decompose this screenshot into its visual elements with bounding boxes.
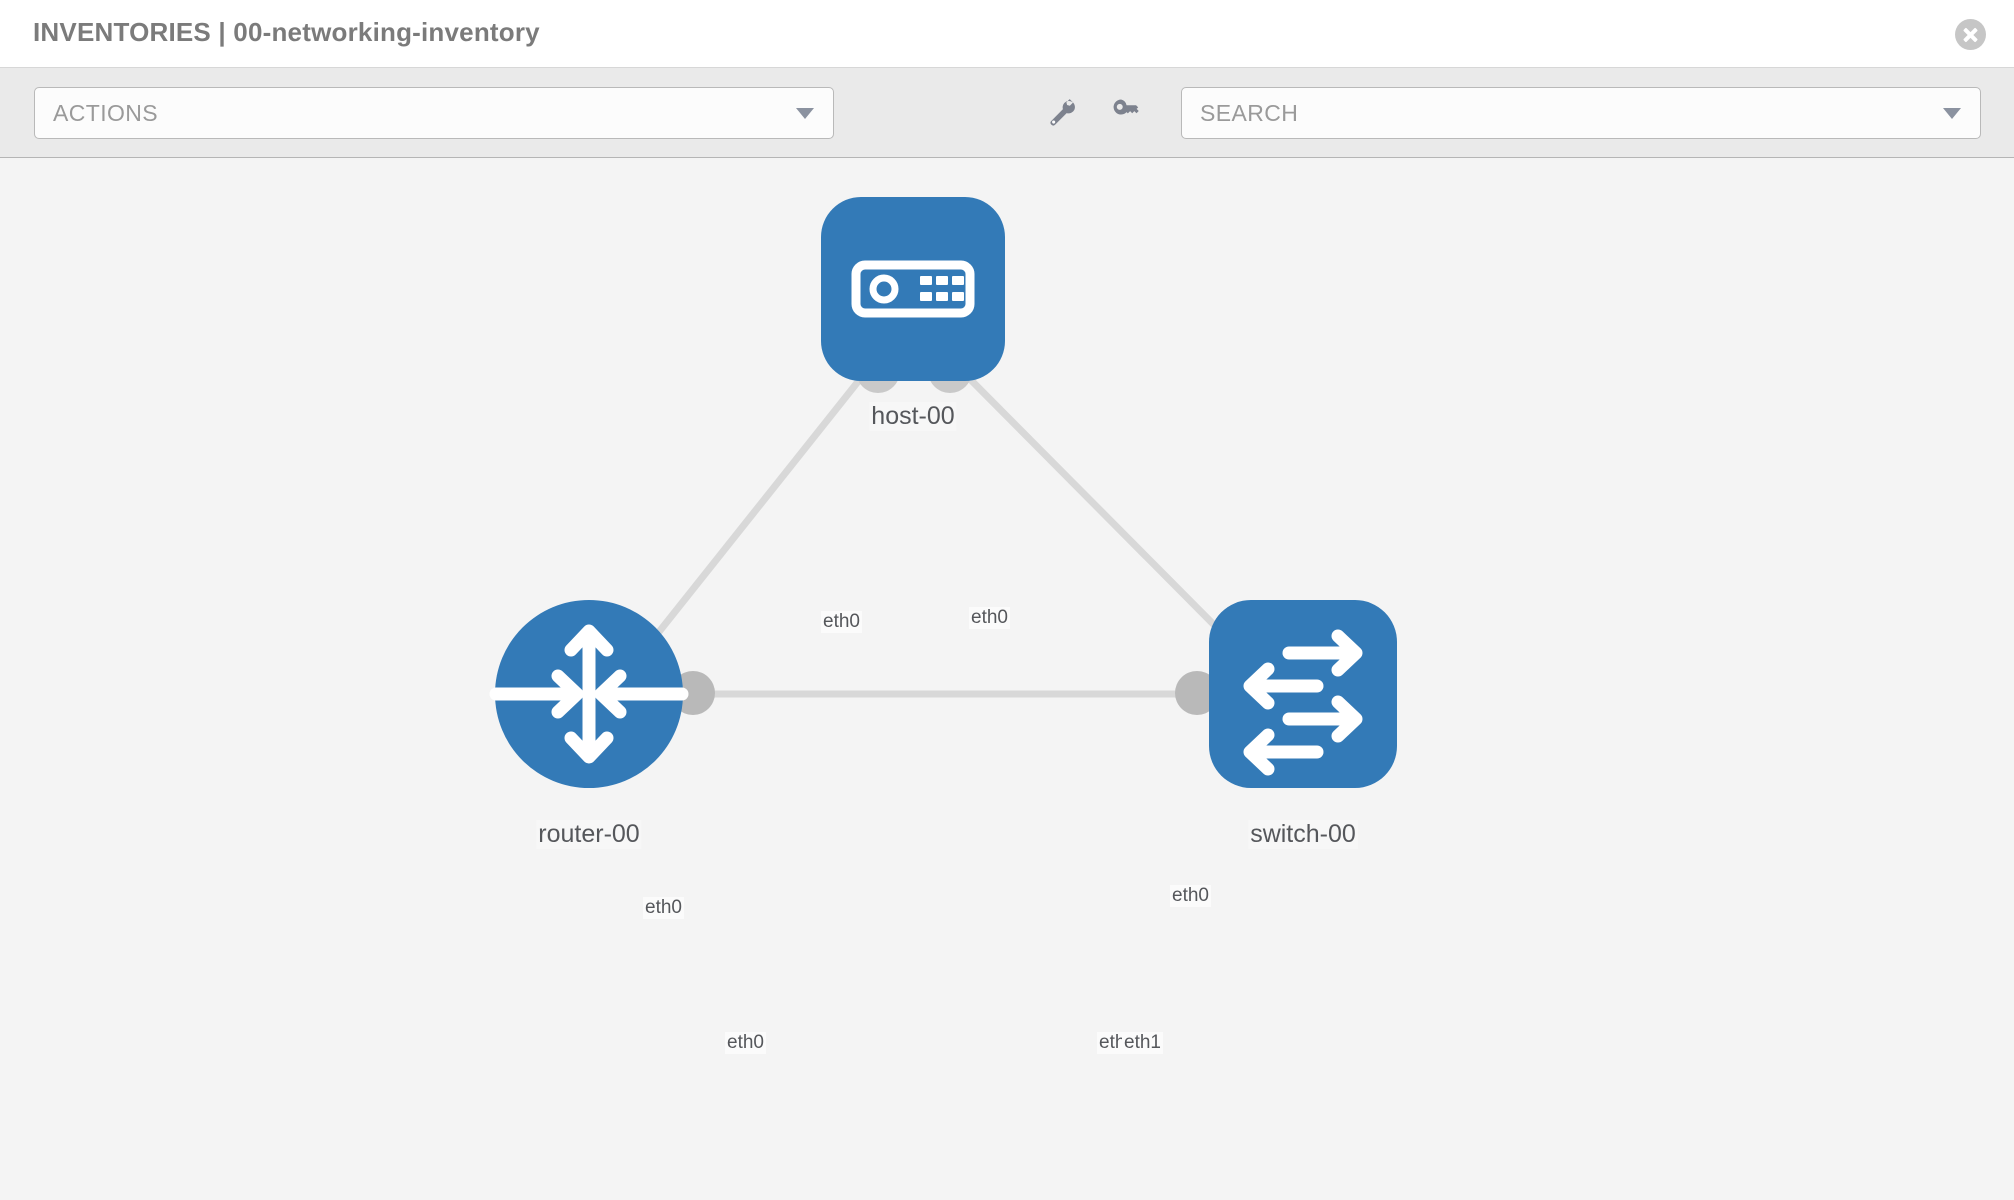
key-icon[interactable] — [1109, 95, 1143, 129]
interface-label: eth0 — [1170, 885, 1211, 907]
actions-dropdown-label: ACTIONS — [53, 99, 159, 126]
connector-switch00-left[interactable] — [1175, 671, 1219, 715]
node-router-00[interactable] — [489, 600, 689, 788]
node-label-host-00: host-00 — [869, 402, 957, 431]
link-host00-switch00[interactable] — [952, 361, 1238, 649]
page-title: INVENTORIES | 00-networking-inventory — [33, 17, 540, 47]
node-switch-00[interactable] — [1209, 600, 1397, 788]
search-input[interactable]: SEARCH — [1200, 99, 1299, 126]
topology-links — [640, 361, 1238, 698]
node-label-router-00: router-00 — [536, 820, 642, 849]
topology-graph — [489, 197, 1397, 788]
actions-dropdown[interactable]: ACTIONS — [34, 87, 834, 139]
toolbar-icons — [1046, 95, 1143, 129]
wrench-icon[interactable] — [1046, 95, 1080, 129]
close-icon[interactable] — [1955, 19, 1986, 50]
interface-label: eth0 — [725, 1032, 766, 1054]
interface-label: eth0 — [969, 607, 1010, 629]
chevron-down-icon — [796, 107, 814, 119]
toolbar: ACTIONS SEARCH — [0, 68, 2014, 158]
search-dropdown[interactable]: SEARCH — [1181, 87, 1981, 139]
interface-label: eth1 — [1122, 1032, 1163, 1054]
link-host00-router00[interactable] — [640, 361, 875, 655]
topology-canvas[interactable]: host-00 router-00 switch-00 eth0 eth0 et… — [0, 159, 2014, 1200]
page-header: INVENTORIES | 00-networking-inventory — [0, 0, 2014, 68]
interface-label: eth0 — [821, 611, 862, 633]
node-label-switch-00: switch-00 — [1248, 820, 1358, 849]
node-host-00[interactable] — [821, 197, 1005, 381]
chevron-down-icon — [1943, 107, 1961, 119]
interface-label: eth0 — [643, 897, 684, 919]
topology-connectors — [671, 349, 1255, 715]
